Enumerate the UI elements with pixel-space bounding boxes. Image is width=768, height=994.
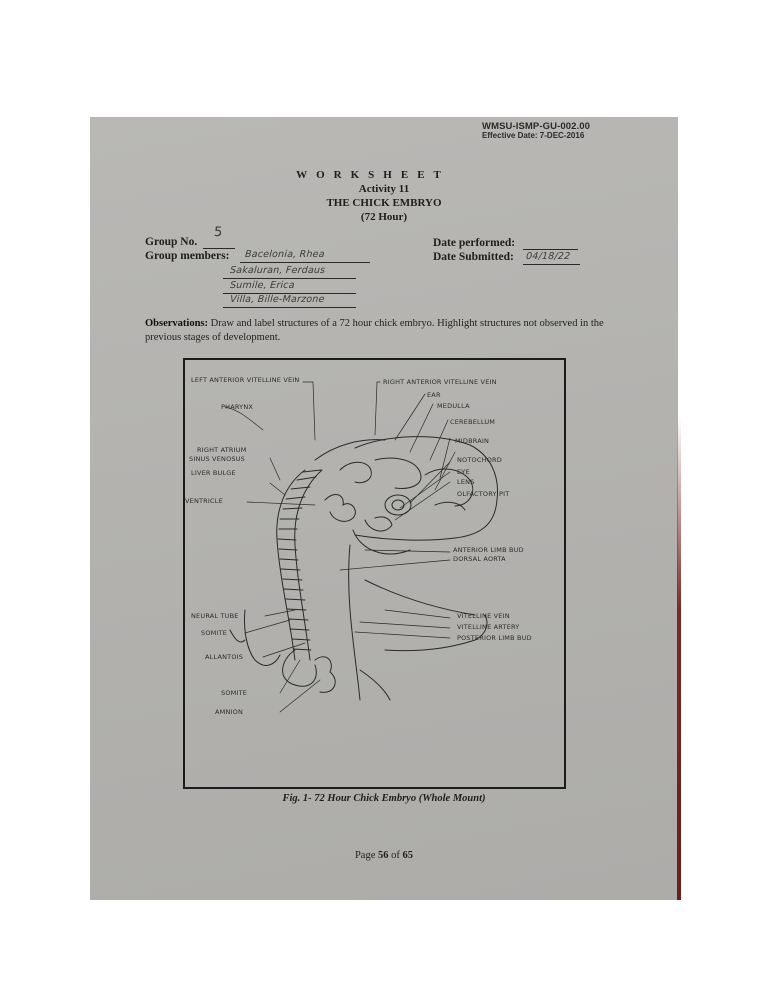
label-amnion: Amnion [215, 708, 244, 716]
page-current: 56 [378, 850, 389, 861]
page-sep: of [391, 850, 400, 861]
observations-label: Observations: [145, 318, 208, 329]
date-submitted-label: Date Submitted: [433, 251, 514, 263]
label-vitelline-artery: Vitelline artery [457, 623, 520, 631]
document-code-block: WMSU-ISMP-GU-002.00 Effective Date: 7-DE… [482, 121, 591, 141]
embryo-drawing-box: Left anterior vitelline vein Pharynx Rig… [183, 358, 566, 789]
activity-number: Activity 11 [358, 183, 410, 195]
member-4-underline [223, 307, 356, 308]
member-3[interactable]: Sumile, Erica [229, 280, 296, 291]
group-no-underline [203, 248, 235, 249]
label-posterior-limb-bud: Posterior limb bud [457, 634, 532, 642]
activity-duration: (72 Hour) [360, 211, 408, 223]
member-1[interactable]: Bacelonia, Rhea [244, 249, 326, 260]
date-performed-label: Date performed: [433, 237, 516, 249]
label-cerebellum: Cerebellum [450, 418, 496, 426]
embryo-sketch [224, 381, 499, 713]
title-block: WORKSHEET Activity 11 THE CHICK EMBRYO (… [90, 169, 678, 224]
page-prefix: Page [354, 850, 376, 861]
member-1-underline [240, 262, 370, 263]
label-allantois: Allantois [205, 653, 244, 661]
label-somite-1: Somite [201, 629, 228, 637]
activity-title: THE CHICK EMBRYO [326, 197, 442, 209]
group-members-label: Group members: [145, 250, 230, 262]
observations-instructions: Observations: Draw and label structures … [145, 317, 615, 345]
label-sinus-venosus: Sinus venosus [189, 455, 245, 463]
document-code: WMSU-ISMP-GU-002.00 [482, 121, 591, 132]
label-medulla: Medulla [437, 402, 470, 410]
member-2[interactable]: Sakaluran, Ferdaus [229, 265, 326, 276]
figure-caption: Fig. 1- 72 Hour Chick Embryo (Whole Moun… [282, 793, 486, 804]
label-notochord: Notochord [457, 456, 502, 464]
label-ear: Ear [427, 391, 441, 399]
member-3-underline [223, 293, 356, 294]
label-right-anterior-vitelline-vein: Right anterior vitelline vein [383, 378, 497, 386]
label-vitelline-vein: Vitelline vein [457, 612, 510, 620]
worksheet-heading: WORKSHEET [296, 169, 450, 181]
label-midbrain: Midbrain [455, 437, 490, 445]
effective-date: Effective Date: 7-DEC-2016 [482, 131, 585, 141]
label-liver-bulge: Liver bulge [191, 469, 236, 477]
date-submitted-value[interactable]: 04/18/22 [525, 251, 571, 262]
folder-edge [677, 417, 681, 900]
page-number: Page 56 of 65 [90, 850, 678, 861]
label-somite-2: Somite [221, 689, 248, 697]
page-total: 65 [402, 850, 414, 861]
label-eye: Eye [457, 468, 470, 476]
date-performed-underline [523, 249, 578, 250]
label-neural-tube: Neural tube [191, 612, 239, 620]
label-ventricle: Ventricle [185, 497, 223, 505]
worksheet-page: WMSU-ISMP-GU-002.00 Effective Date: 7-DE… [90, 117, 681, 900]
date-submitted-underline [523, 264, 580, 265]
label-right-atrium: Right atrium [197, 446, 247, 454]
group-no-label: Group No. [145, 236, 198, 248]
label-pharynx: Pharynx [221, 403, 254, 411]
observations-text: Draw and label structures of a 72 hour c… [145, 318, 604, 343]
label-olfactory-pit: Olfactory pit [457, 490, 510, 498]
label-left-anterior-vitelline-vein: Left anterior vitelline vein [191, 376, 300, 384]
label-anterior-limb-bud: Anterior limb bud [453, 546, 524, 554]
group-no-value[interactable]: 5 [213, 225, 224, 240]
member-4[interactable]: Villa, Bille-Marzone [229, 294, 325, 305]
label-dorsal-aorta: Dorsal aorta [453, 555, 506, 563]
member-2-underline [223, 278, 356, 279]
label-lens: Lens [457, 478, 475, 486]
